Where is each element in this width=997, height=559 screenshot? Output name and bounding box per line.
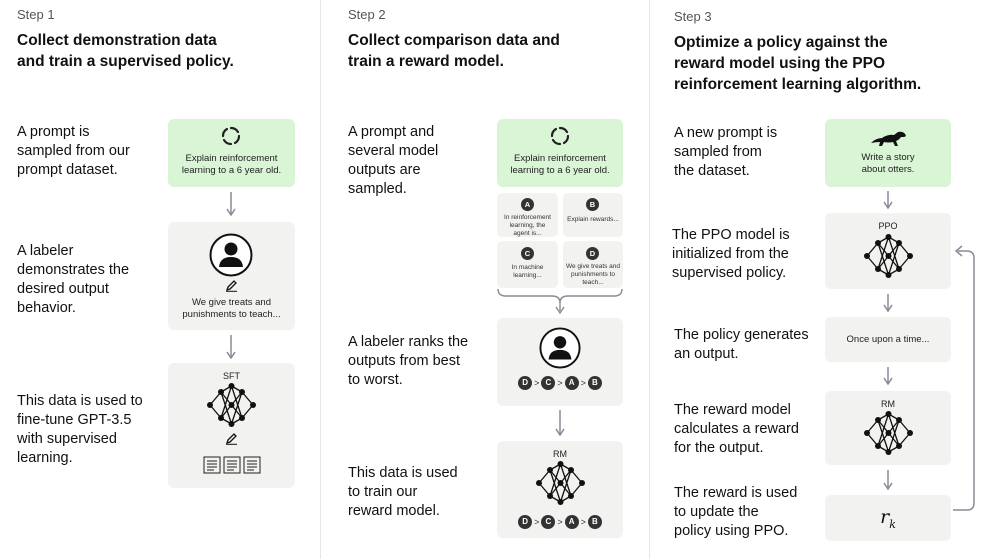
arrow-down-icon <box>883 191 893 210</box>
step2-rm-box: RM D > C > A > B <box>497 441 623 538</box>
step1-label: Step 1 <box>17 7 55 22</box>
step3-output-text: Once upon a time... <box>846 334 930 345</box>
step1-sft-box: SFT <box>168 363 295 488</box>
arrow-down-icon <box>883 367 893 386</box>
arrow-down-icon <box>226 335 236 360</box>
step3-rm-box: RM <box>825 391 951 465</box>
neural-network-icon <box>207 383 256 427</box>
output-badge: A <box>521 198 534 211</box>
sft-label: SFT <box>223 371 240 381</box>
step3-ppo-box: PPO <box>825 213 951 289</box>
ppo-label: PPO <box>878 221 898 231</box>
arrow-down-icon <box>883 294 893 313</box>
rm-label: RM <box>553 449 567 459</box>
ranking-row: D > C > A > B <box>497 376 623 390</box>
column-divider <box>320 0 321 559</box>
pencil-icon <box>225 433 237 445</box>
step2-labeler-box: D > C > A > B <box>497 318 623 406</box>
arrow-down-icon <box>883 470 893 491</box>
step1-column: Step 1 Collect demonstration data and tr… <box>0 0 320 559</box>
step3-label: Step 3 <box>674 9 712 24</box>
step3-title: Optimize a policy against the reward mod… <box>674 34 922 93</box>
output-badge: D <box>586 247 599 260</box>
arrow-down-icon <box>555 410 565 437</box>
reward-value: rk <box>880 506 896 531</box>
person-icon <box>539 327 581 369</box>
person-icon <box>209 233 253 277</box>
documents-icon <box>203 456 261 474</box>
step2-label: Step 2 <box>348 7 386 22</box>
neural-network-icon <box>864 411 913 455</box>
step2-title: Collect comparison data and train a rewa… <box>348 32 560 70</box>
brace-icon <box>497 288 623 315</box>
output-badge: B <box>586 198 599 211</box>
pencil-icon <box>225 280 237 292</box>
column-divider <box>649 0 650 559</box>
step3-reward-box: rk <box>825 495 951 541</box>
neural-network-icon <box>864 234 913 278</box>
ranking-row: D > C > A > B <box>497 515 623 529</box>
loading-spinner-icon <box>550 126 570 146</box>
loading-spinner-icon <box>221 126 241 146</box>
output-badge: C <box>521 247 534 260</box>
step3-output-box: Once upon a time... <box>825 317 951 362</box>
step1-title: Collect demonstration data and train a s… <box>17 32 234 70</box>
step2-column: Step 2 Collect comparison data and train… <box>321 0 649 559</box>
rm-label: RM <box>881 399 895 409</box>
arrow-down-icon <box>226 192 236 217</box>
otter-icon <box>871 131 906 146</box>
feedback-loop-arrow-icon <box>953 245 975 511</box>
step3-column: Step 3 Optimize a policy against the rew… <box>650 0 997 559</box>
neural-network-icon <box>536 461 585 505</box>
output-b: B Explain rewards... <box>563 193 623 237</box>
